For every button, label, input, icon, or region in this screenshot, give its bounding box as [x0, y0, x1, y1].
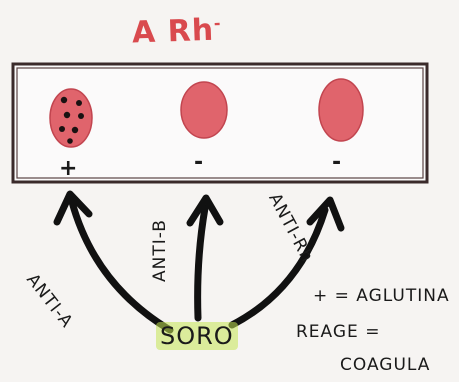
arrow-anti-a-head: [53, 190, 93, 226]
legend-line-2: REAGE =: [296, 322, 381, 342]
label-anti-b: ANTI-B: [150, 219, 170, 282]
arrow-anti-a: [68, 198, 174, 334]
result-sign-anti-a: +: [59, 156, 79, 181]
drop-anti-b: [180, 81, 228, 139]
arrow-anti-rh-head: [306, 196, 345, 232]
source-label-soro: SORO: [156, 322, 238, 350]
result-sign-anti-rh: -: [332, 150, 343, 175]
arrows: [53, 190, 345, 334]
rh-negative-superscript: -: [213, 13, 222, 33]
blood-type-title-text: A Rh: [131, 12, 215, 51]
test-slide-inner-border: [16, 67, 424, 179]
arrow-anti-b: [194, 204, 209, 322]
legend-line-1: + = AGLUTINA: [313, 286, 450, 306]
result-sign-anti-b: -: [194, 150, 205, 175]
drop-anti-a: [49, 88, 93, 148]
arrow-anti-b-head: [186, 194, 224, 227]
arrow-anti-rh: [228, 206, 329, 329]
agglutination-dots: [59, 96, 84, 144]
drop-anti-rh: [318, 78, 364, 142]
blood-type-title: A Rh-: [131, 12, 222, 51]
legend-line-3: COAGULA: [340, 355, 431, 375]
